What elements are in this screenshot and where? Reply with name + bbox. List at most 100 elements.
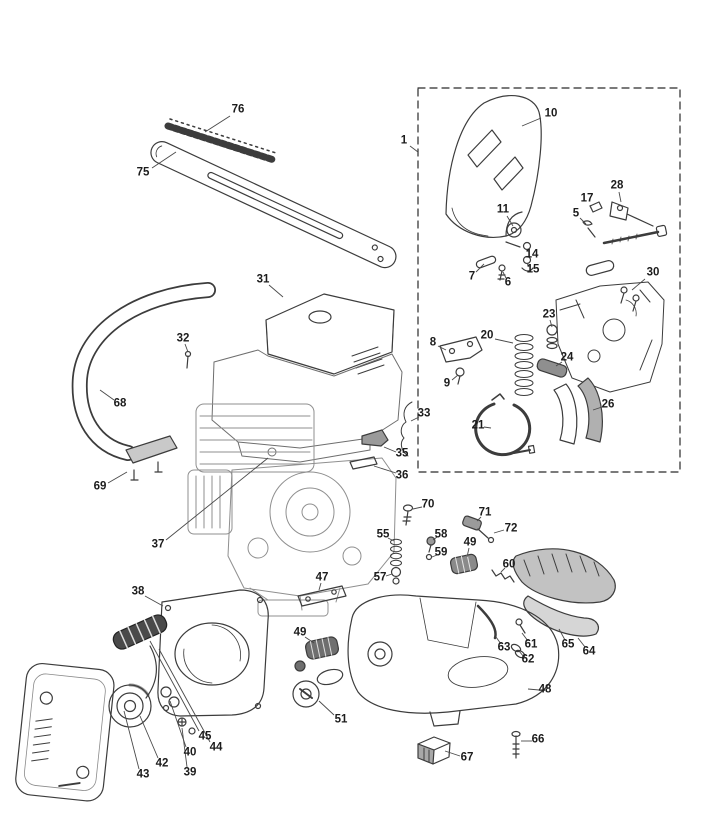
leader-line-57: [385, 573, 393, 577]
leader-line-10: [521, 117, 542, 127]
hand-guard: [445, 95, 542, 238]
leader-line-49: [304, 636, 315, 644]
lever-28: [609, 201, 654, 227]
part-label-61: 61: [524, 638, 538, 651]
leader-line-75: [151, 151, 177, 169]
part-label-76: 76: [231, 103, 245, 116]
part-label-59: 59: [434, 546, 448, 559]
leader-line-72: [493, 529, 505, 534]
part-label-5: 5: [572, 207, 580, 220]
part-label-72: 72: [504, 522, 518, 535]
screw-66: [511, 730, 521, 759]
grip-covers: [512, 548, 616, 637]
leader-line-67: [444, 750, 461, 757]
side-cover: [15, 662, 115, 802]
leader-line-21: [483, 426, 492, 429]
sleeve-pin: [585, 260, 615, 276]
leader-line-43: [123, 710, 140, 770]
switch-67: [417, 736, 451, 765]
leader-line-1: [409, 145, 419, 153]
part-label-17: 17: [580, 192, 594, 205]
leader-line-39: [181, 727, 188, 768]
leader-line-60: [500, 567, 506, 573]
part-label-48: 48: [538, 683, 552, 696]
leader-line-8: [437, 345, 447, 351]
part-label-31: 31: [256, 273, 270, 286]
leader-line-14: [526, 248, 529, 253]
fuel-tank-48: [347, 594, 560, 727]
leader-line-63: [495, 636, 502, 645]
part-label-67: 67: [460, 751, 474, 764]
part-label-49: 49: [463, 536, 477, 549]
leader-line-17: [589, 204, 594, 213]
screw-70: [402, 504, 414, 526]
leader-line-64: [577, 637, 586, 648]
spring-20: [514, 334, 534, 396]
part-label-40: 40: [183, 746, 197, 759]
leader-line-11: [506, 215, 514, 227]
ball-59: [425, 553, 433, 561]
part-label-6: 6: [504, 276, 512, 289]
part-label-1: 1: [400, 134, 408, 147]
part-label-11: 11: [496, 203, 510, 216]
part-label-65: 65: [561, 638, 575, 651]
spring-55: [390, 538, 402, 567]
part-label-75: 75: [136, 166, 150, 179]
part-label-55: 55: [376, 528, 390, 541]
leader-line-7: [475, 263, 485, 273]
part-label-15: 15: [526, 263, 540, 276]
leader-line-70: [412, 506, 423, 510]
starter-housing-38: [157, 589, 269, 717]
rope-rollers-40: [160, 686, 180, 708]
part-label-39: 39: [183, 766, 197, 779]
screws-39: [177, 717, 196, 735]
leader-line-38: [144, 595, 164, 607]
leader-line-58: [432, 536, 438, 541]
leader-line-61: [521, 632, 529, 642]
part-label-23: 23: [542, 308, 556, 321]
leader-line-71: [476, 516, 482, 522]
part-label-57: 57: [373, 571, 387, 584]
part-label-32: 32: [176, 332, 190, 345]
part-label-14: 14: [525, 248, 539, 261]
leader-line-68: [99, 389, 115, 401]
leader-line-44: [158, 648, 211, 743]
part-label-69: 69: [93, 480, 107, 493]
brake-housing: [555, 281, 665, 393]
part-label-43: 43: [136, 768, 150, 781]
part-label-45: 45: [198, 730, 212, 743]
leader-line-47: [318, 582, 322, 591]
leader-line-30: [631, 278, 646, 291]
top-cover: [265, 293, 395, 375]
part-label-68: 68: [113, 397, 127, 410]
leader-line-15: [526, 262, 530, 268]
part-label-36: 36: [395, 469, 409, 482]
leader-line-6: [502, 271, 507, 279]
choke-knob-71-72: [462, 515, 495, 544]
leader-line-48: [527, 688, 540, 691]
leader-lines: [99, 115, 646, 770]
part-label-21: 21: [471, 419, 485, 432]
part-label-64: 64: [582, 645, 596, 658]
screw-inset-bottom: [513, 444, 536, 454]
leader-line-55: [387, 537, 395, 542]
long-bolt: [602, 224, 668, 245]
washers-57: [390, 566, 402, 585]
fuel-cap-51: [292, 668, 344, 708]
leader-line-20: [494, 338, 514, 344]
screws-30: [620, 286, 640, 312]
leader-line-36: [373, 465, 397, 474]
brace-33: [400, 401, 413, 457]
latch-35: [361, 429, 389, 447]
leader-line-24: [555, 361, 563, 367]
part-label-71: 71: [478, 506, 492, 519]
part-label-24: 24: [560, 351, 574, 364]
leader-line-28: [618, 191, 622, 203]
part-label-58: 58: [434, 528, 448, 541]
part-label-49: 49: [293, 626, 307, 639]
leader-line-45: [149, 640, 200, 732]
handle-foot-69: [125, 435, 178, 481]
part-label-33: 33: [417, 407, 431, 420]
